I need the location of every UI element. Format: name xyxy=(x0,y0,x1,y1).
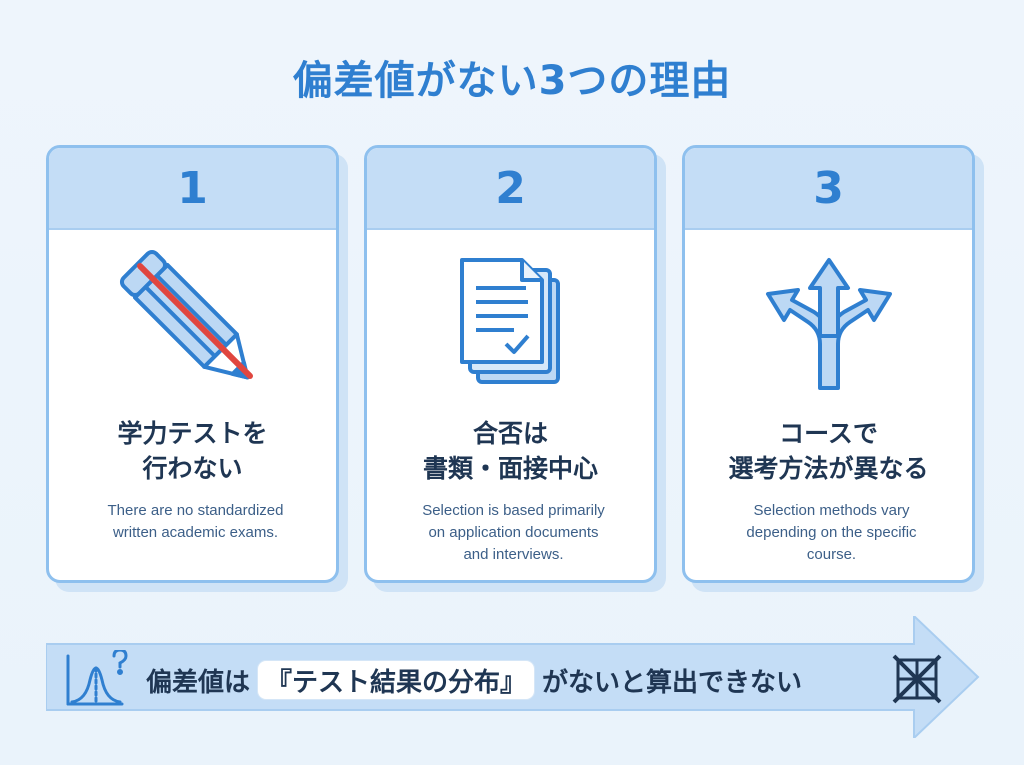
crossed-out-pencil-icon xyxy=(49,248,336,398)
card-number: 1 xyxy=(177,162,208,214)
card-heading: コースで 選考方法が異なる xyxy=(728,419,929,483)
card-description: Selection methods vary depending on the … xyxy=(746,502,917,563)
bell-curve-question-icon xyxy=(62,648,132,714)
crossed-grid-icon xyxy=(892,654,942,708)
card-heading: 学力テストを 行わない xyxy=(117,419,268,483)
card-header: 1 xyxy=(49,148,336,230)
card-heading: 合否は 書類・面接中心 xyxy=(422,419,598,483)
conclusion-text: 偏差値は 『テスト結果の分布』 がないと算出できない xyxy=(146,660,802,700)
card-header: 2 xyxy=(367,148,654,230)
documents-checkmark-icon xyxy=(367,248,654,398)
card-description: There are no standardized written academ… xyxy=(107,502,284,541)
branching-arrows-icon xyxy=(685,248,972,398)
reason-card-2: 2 合否は 書類・面接中心 Selection is based primari… xyxy=(364,145,657,583)
page-title: 偏差値がない3つの理由 xyxy=(292,58,732,104)
highlight-pill: 『テスト結果の分布』 xyxy=(258,661,535,699)
card-description: Selection is based primarily on applicat… xyxy=(422,502,605,563)
card-number: 2 xyxy=(495,162,526,214)
reason-card-1: 1 学力テストを 行わない There are no standardized … xyxy=(46,145,339,583)
reason-card-3: 3 コースで 選考方法が異なる Selection methods vary d… xyxy=(682,145,975,583)
card-header: 3 xyxy=(685,148,972,230)
card-number: 3 xyxy=(813,162,844,214)
